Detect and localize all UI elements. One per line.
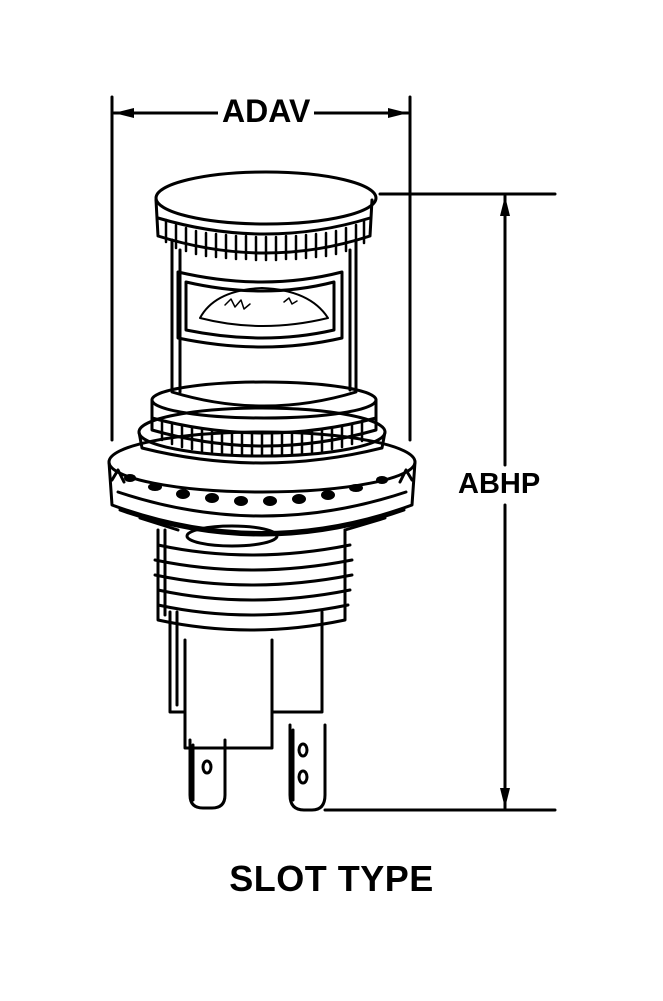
terminal-base [168,610,324,750]
height-dimension-label: ABHP [456,468,543,500]
width-dimension [110,95,412,442]
height-dimension [323,192,557,812]
left-terminal [188,738,227,810]
mounting-nut [107,430,417,548]
lamp-window [176,270,344,349]
right-terminal [288,723,327,812]
width-dimension-label: ADAV [218,95,315,127]
lens-housing [170,238,358,408]
lamp-bulb [199,287,329,327]
top-knurled-cap [154,170,378,262]
lower-knurled-collar [150,380,378,457]
threaded-shank [153,528,354,632]
drawing-caption: SLOT TYPE [229,858,434,899]
